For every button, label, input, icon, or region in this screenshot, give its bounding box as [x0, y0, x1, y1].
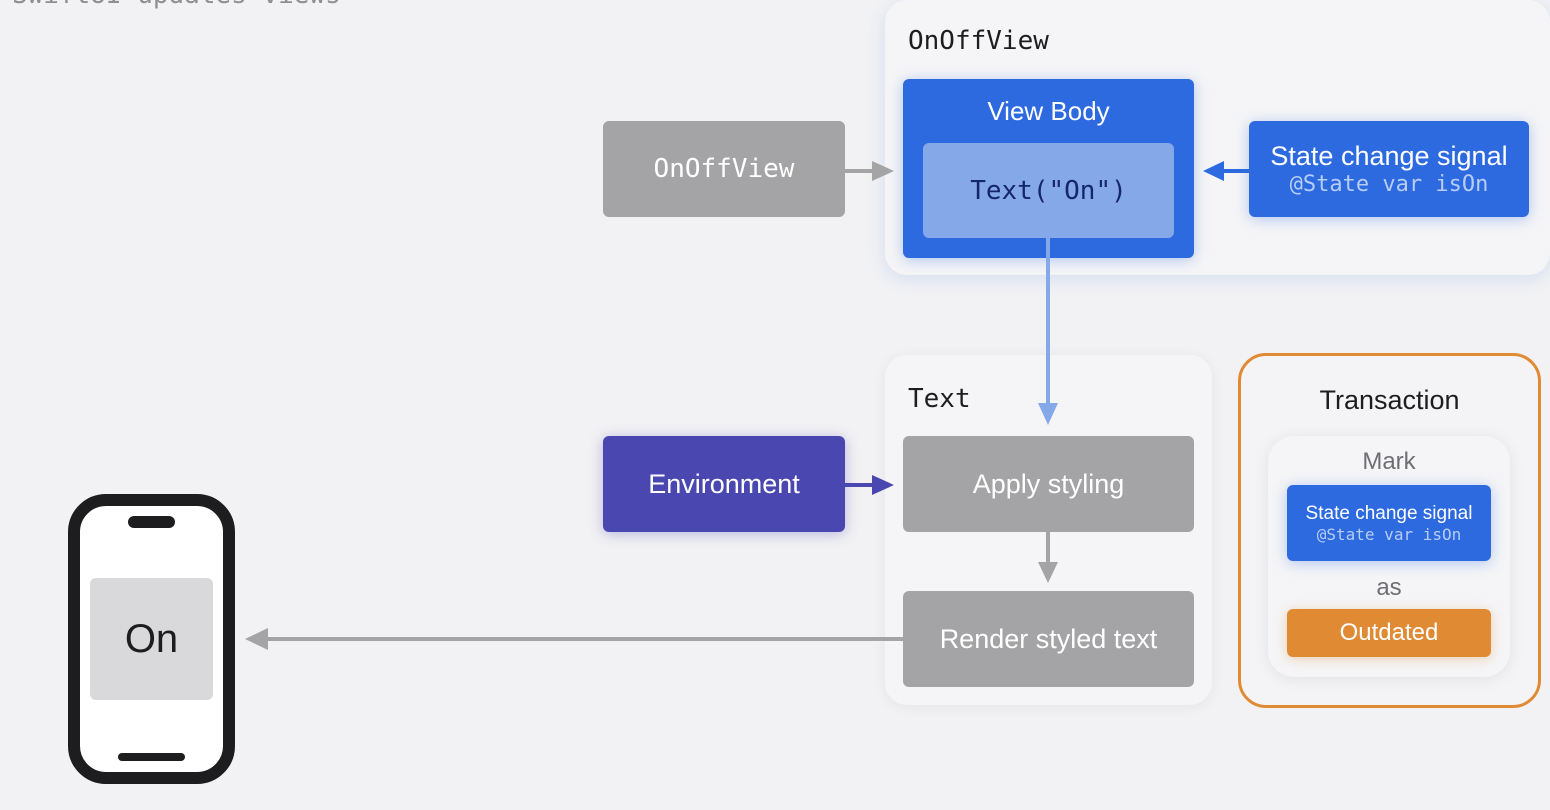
arrow-state-to-body — [1203, 161, 1249, 181]
page-title: SwiftUI updates views — [12, 0, 341, 10]
outdated-badge: Outdated — [1287, 609, 1491, 657]
view-body-title: View Body — [987, 96, 1110, 126]
arrow-apply-to-render — [1038, 532, 1058, 583]
environment-node: Environment — [603, 436, 845, 532]
mark-signal-title: State change signal — [1305, 502, 1473, 524]
mark-state-signal: State change signal @State var isOn — [1287, 485, 1491, 561]
mark-signal-code: @State var isOn — [1316, 524, 1462, 544]
mark-label: Mark — [1362, 448, 1416, 475]
onoffview-node: OnOffView — [603, 121, 845, 217]
state-change-signal: State change signal @State var isOn — [1249, 121, 1529, 217]
text-panel-label: Text — [908, 384, 971, 414]
onoffview-panel-label: OnOffView — [908, 26, 1049, 56]
arrow-onoffview-to-body — [845, 161, 894, 181]
render-styled-text-box: Render styled text — [903, 591, 1194, 687]
apply-styling-box: Apply styling — [903, 436, 1194, 532]
arrow-body-to-text — [1038, 238, 1058, 425]
text-call-box: Text("On") — [923, 143, 1174, 238]
arrow-render-to-phone — [245, 628, 903, 650]
arrow-env-to-apply — [845, 475, 894, 495]
state-signal-code: @State var isOn — [1289, 172, 1489, 197]
phone-notch — [128, 516, 175, 528]
phone-screen-text: On — [90, 578, 213, 700]
state-signal-title: State change signal — [1270, 141, 1508, 171]
as-label: as — [1376, 574, 1402, 601]
transaction-title: Transaction — [1319, 385, 1460, 415]
phone-home-bar — [118, 753, 185, 761]
